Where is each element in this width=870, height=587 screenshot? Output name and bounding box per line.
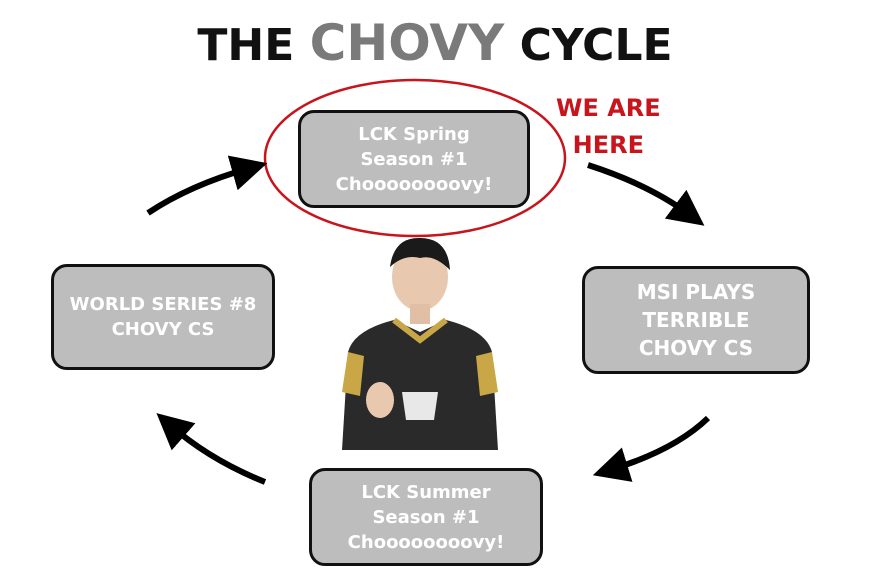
box-text: Choooooooovy! [335, 173, 493, 195]
annotation-line: WE ARE [556, 94, 661, 122]
we-are-here-label: WE ARE HERE [556, 90, 661, 164]
player-photo [342, 237, 498, 450]
arrow-bottom-left [156, 413, 267, 485]
box-text: Choooooooovy! [347, 531, 505, 553]
box-lck-summer: LCK Summer Season #1 Choooooooovy! [309, 468, 543, 566]
title-word: CYCLE [519, 20, 673, 71]
arrow-top-right [587, 162, 705, 226]
box-text: CHOVY CS [111, 319, 215, 340]
box-text: WORLD SERIES #8 [69, 294, 257, 315]
box-msi: MSI PLAYS TERRIBLE CHOVY CS [582, 266, 810, 374]
title-word: THE [197, 20, 295, 71]
box-text: MSI PLAYS [636, 280, 756, 304]
box-text: LCK Summer [361, 481, 491, 503]
annotation-line: HERE [572, 131, 645, 159]
box-text: CHOVY CS [638, 336, 754, 360]
box-text: Season #1 [372, 506, 480, 528]
box-text: LCK Spring [358, 123, 470, 145]
title-highlight: CHOVY [309, 14, 505, 72]
arrow-left-top [146, 155, 268, 216]
box-worlds: WORLD SERIES #8 CHOVY CS [51, 264, 275, 370]
box-text: Season #1 [360, 148, 468, 170]
box-text: TERRIBLE [642, 308, 750, 332]
diagram-title: THE CHOVY CYCLE [0, 14, 870, 72]
box-lck-spring: LCK Spring Season #1 Choooooooovy! [298, 110, 530, 208]
arrow-right-bottom [592, 415, 711, 482]
